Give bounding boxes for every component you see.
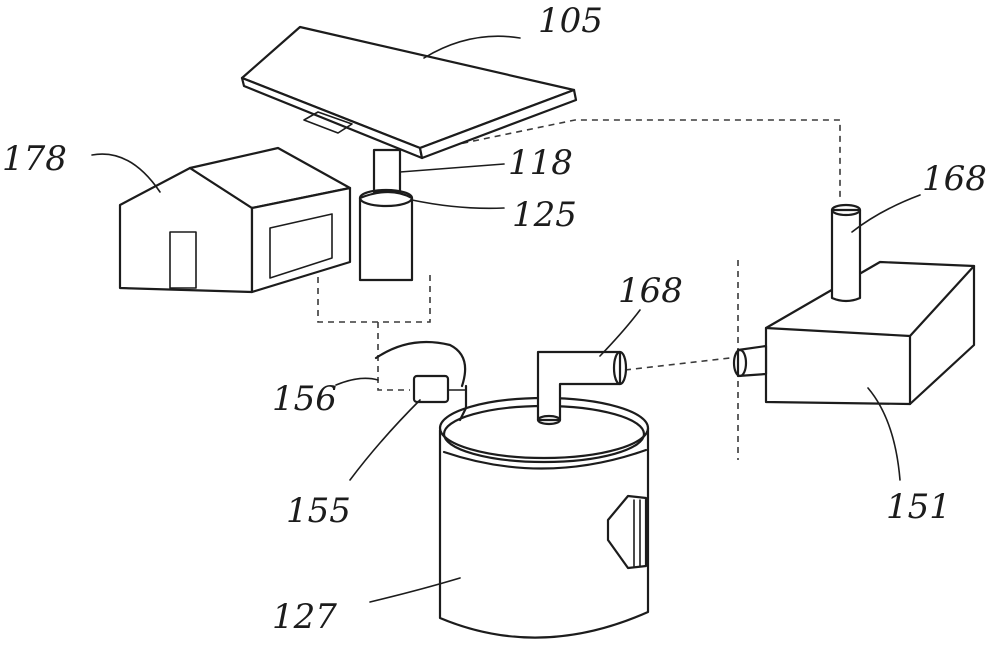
door — [169, 231, 197, 289]
control-box — [732, 203, 976, 406]
label-105: 105 — [538, 1, 603, 41]
tank-window — [606, 494, 648, 570]
house-to-post-line — [317, 255, 431, 323]
tank-to-box-line — [624, 357, 731, 371]
leader-156 — [335, 377, 379, 386]
leader-178 — [91, 153, 161, 193]
pole — [372, 148, 402, 194]
label-155: 155 — [286, 491, 351, 531]
post-top — [358, 188, 414, 208]
tank — [438, 350, 650, 639]
leader-105 — [423, 35, 521, 59]
leader-155 — [349, 399, 421, 481]
labels: 105 178 118 125 168 168 156 155 127 151 — [2, 1, 987, 637]
label-118: 118 — [508, 143, 573, 183]
label-156: 156 — [272, 379, 337, 419]
house — [118, 146, 352, 294]
leader-151 — [867, 387, 901, 481]
post-base — [358, 190, 414, 282]
garage-door — [269, 213, 333, 279]
label-178: 178 — [2, 139, 67, 179]
leader-168-box — [851, 194, 921, 233]
leader-125 — [411, 199, 505, 210]
box-vent-pipe — [830, 208, 862, 303]
label-168-box: 168 — [922, 159, 987, 199]
label-168-tank: 168 — [618, 271, 683, 311]
post-to-valve-line — [377, 322, 410, 391]
valve-assembly — [374, 340, 468, 422]
label-127: 127 — [272, 597, 337, 637]
valve-body — [412, 374, 450, 404]
label-151: 151 — [886, 487, 951, 527]
leader-118 — [399, 163, 505, 173]
support-post — [358, 148, 414, 282]
panel-to-box-line — [429, 119, 841, 200]
label-125: 125 — [512, 195, 577, 235]
leader-lines — [91, 35, 921, 603]
hose — [374, 340, 467, 388]
leader-168-tank — [599, 309, 641, 357]
leader-127 — [369, 577, 461, 603]
solar-panel — [240, 25, 578, 160]
